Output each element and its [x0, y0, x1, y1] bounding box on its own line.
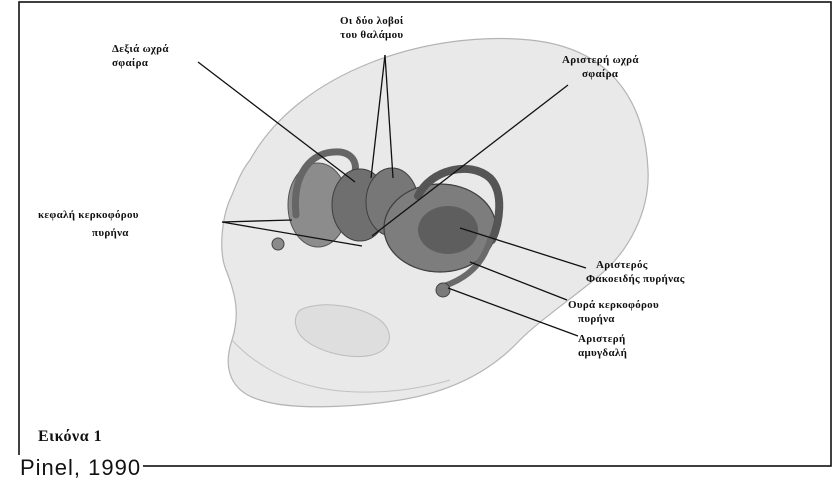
label-line: αμυγδαλή — [578, 346, 627, 360]
left-amygdala-shape — [436, 283, 450, 297]
label-left-amygdala: Αριστερή αμυγδαλή — [578, 332, 627, 360]
label-line: Οι δύο λοβοί — [340, 14, 404, 28]
left-lentiform-inner — [418, 206, 478, 254]
figure-source: Pinel, 1990 — [18, 455, 143, 481]
label-line: του θαλάμου — [340, 28, 404, 42]
label-left-globus-pallidus: Αριστερή ωχρά σφαίρα — [562, 53, 639, 81]
label-line: κεφαλή κερκοφόρου — [38, 208, 139, 222]
label-line: πυρήνα — [568, 312, 659, 326]
label-thalamus-lobes: Οι δύο λοβοί του θαλάμου — [340, 14, 404, 42]
label-line: Ουρά κερκοφόρου — [568, 298, 659, 312]
label-caudate-head: κεφαλή κερκοφόρου πυρήνα — [38, 208, 139, 240]
label-right-globus-pallidus: Δεξιά ωχρά σφαίρα — [112, 42, 169, 70]
label-line: Αριστερός — [586, 258, 685, 272]
right-caudate-head-shape — [272, 238, 284, 250]
label-line: Αριστερή ωχρά — [562, 53, 639, 67]
figure-caption: Εικόνα 1 — [38, 428, 102, 446]
label-line: πυρήνα — [38, 226, 139, 240]
label-line: Φακοειδής πυρήνας — [586, 272, 685, 286]
label-caudate-tail: Ουρά κερκοφόρου πυρήνα — [568, 298, 659, 326]
label-line: Αριστερή — [578, 332, 627, 346]
label-line: Δεξιά ωχρά — [112, 42, 169, 56]
label-line: σφαίρα — [112, 56, 169, 70]
label-line: σφαίρα — [562, 67, 639, 81]
label-left-lentiform: Αριστερός Φακοειδής πυρήνας — [586, 258, 685, 286]
